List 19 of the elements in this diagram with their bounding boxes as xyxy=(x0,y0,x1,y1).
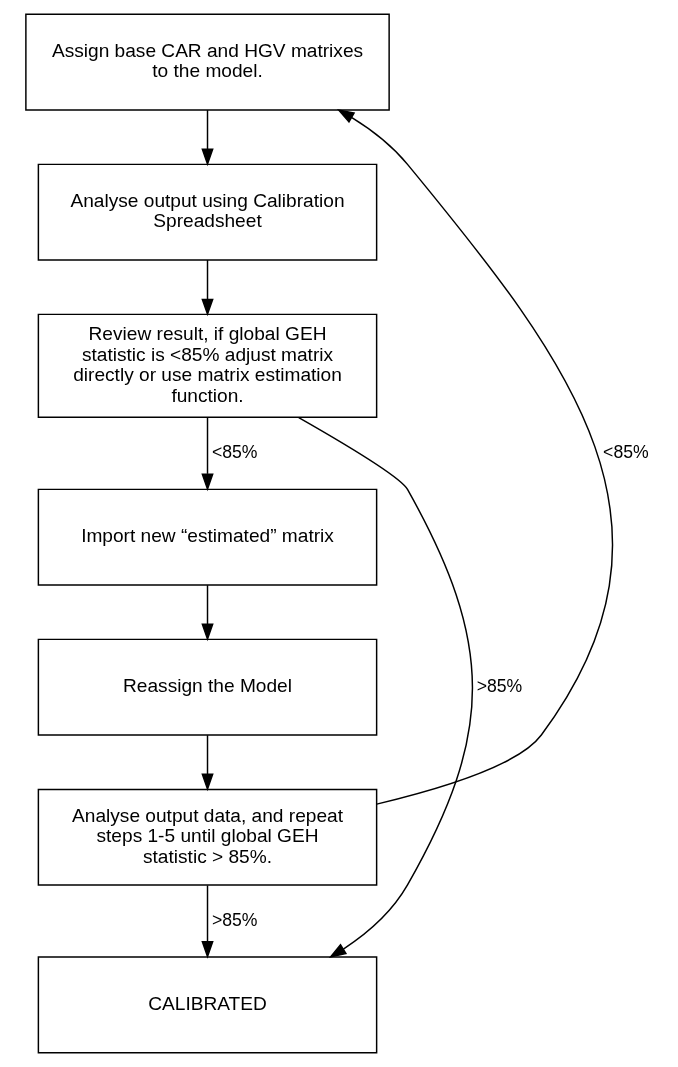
node-box: CALIBRATED xyxy=(37,956,377,1054)
node-box: Import new “estimated” matrix xyxy=(37,488,377,586)
arrow xyxy=(200,584,214,642)
node-box: Review result, if global GEH statistic is <85% adjust matrix directly or use matrix estimation function. xyxy=(37,313,377,419)
edge-label: <85% xyxy=(602,441,649,462)
arrow xyxy=(336,108,613,805)
arrow xyxy=(200,884,214,959)
node-box: Assign base CAR and HGV matrixes to the model. xyxy=(24,13,390,111)
arrow xyxy=(200,109,214,167)
arrow xyxy=(297,416,473,959)
arrow xyxy=(200,259,214,317)
edge-label: >85% xyxy=(211,909,257,930)
edge-label: >85% xyxy=(476,675,522,696)
arrow xyxy=(200,416,214,492)
node-box: Analyse output using Calibration Spreadsheet xyxy=(37,163,377,261)
arrow xyxy=(200,734,214,792)
node-box: Analyse output data, and repeat steps 1-5 until global GEH statistic > 85%. xyxy=(37,788,377,886)
edge-label: <85% xyxy=(211,441,257,462)
node-box: Reassign the Model xyxy=(37,638,377,736)
